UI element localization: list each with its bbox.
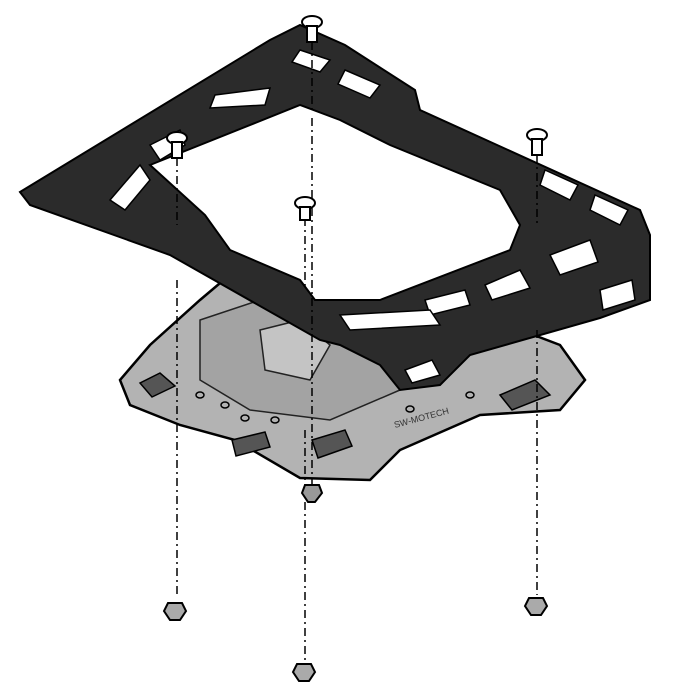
nut-icon — [162, 602, 188, 621]
nut-icon — [291, 663, 317, 682]
assembly-lines — [176, 42, 538, 660]
plate-center-cutout — [148, 103, 522, 301]
screw-icon — [166, 131, 188, 159]
rack-holes — [195, 391, 475, 424]
nuts — [162, 484, 549, 682]
screw-icon — [294, 196, 316, 221]
nut-icon — [300, 484, 324, 503]
nut-icon — [523, 597, 549, 616]
screw-icon — [301, 15, 323, 43]
screw-icon — [526, 128, 548, 156]
plate-slots — [108, 49, 636, 384]
adapter-plate — [18, 23, 651, 392]
screws — [166, 15, 548, 221]
